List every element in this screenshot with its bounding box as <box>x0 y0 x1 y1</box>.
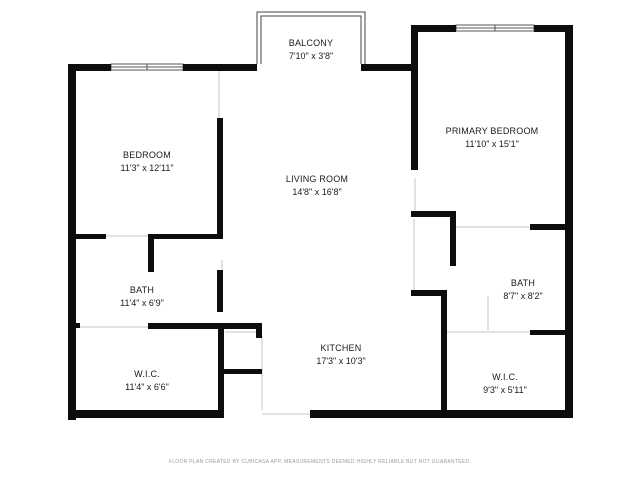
wic-right-label: W.I.C. <box>492 372 518 382</box>
primary-bedroom-label: PRIMARY BEDROOM <box>446 126 539 136</box>
living-room-dimensions: 14'8" x 16'8" <box>292 187 341 197</box>
bath-left-dimensions: 11'4" x 6'9" <box>120 298 164 308</box>
kitchen-dimensions: 17'3" x 10'3" <box>316 356 365 366</box>
bedroom-label: BEDROOM <box>123 150 171 160</box>
footer-disclaimer: FLOOR PLAN CREATED BY CUBICASA APP. MEAS… <box>168 459 472 465</box>
balcony-dimensions: 7'10" x 3'8" <box>289 51 333 61</box>
kitchen-label: KITCHEN <box>321 343 362 353</box>
balcony-railing <box>256 11 366 64</box>
walls <box>68 25 573 420</box>
wic-left-dimensions: 11'4" x 6'6" <box>125 382 169 392</box>
bath-right-dimensions: 8'7" x 8'2" <box>503 291 542 301</box>
balcony-label: BALCONY <box>289 38 333 48</box>
bath-right-label: BATH <box>511 278 535 288</box>
room-labels: BALCONY 7'10" x 3'8" BEDROOM 11'3" x 12'… <box>120 38 543 395</box>
bath-left-label: BATH <box>130 285 154 295</box>
primary-bedroom-dimensions: 11'10" x 15'1" <box>465 139 519 149</box>
wic-right-dimensions: 9'3" x 5'11" <box>483 385 527 395</box>
thin-lines <box>78 70 530 415</box>
bedroom-dimensions: 11'3" x 12'11" <box>120 163 173 173</box>
living-room-label: LIVING ROOM <box>286 174 348 184</box>
wic-left-label: W.I.C. <box>134 369 160 379</box>
